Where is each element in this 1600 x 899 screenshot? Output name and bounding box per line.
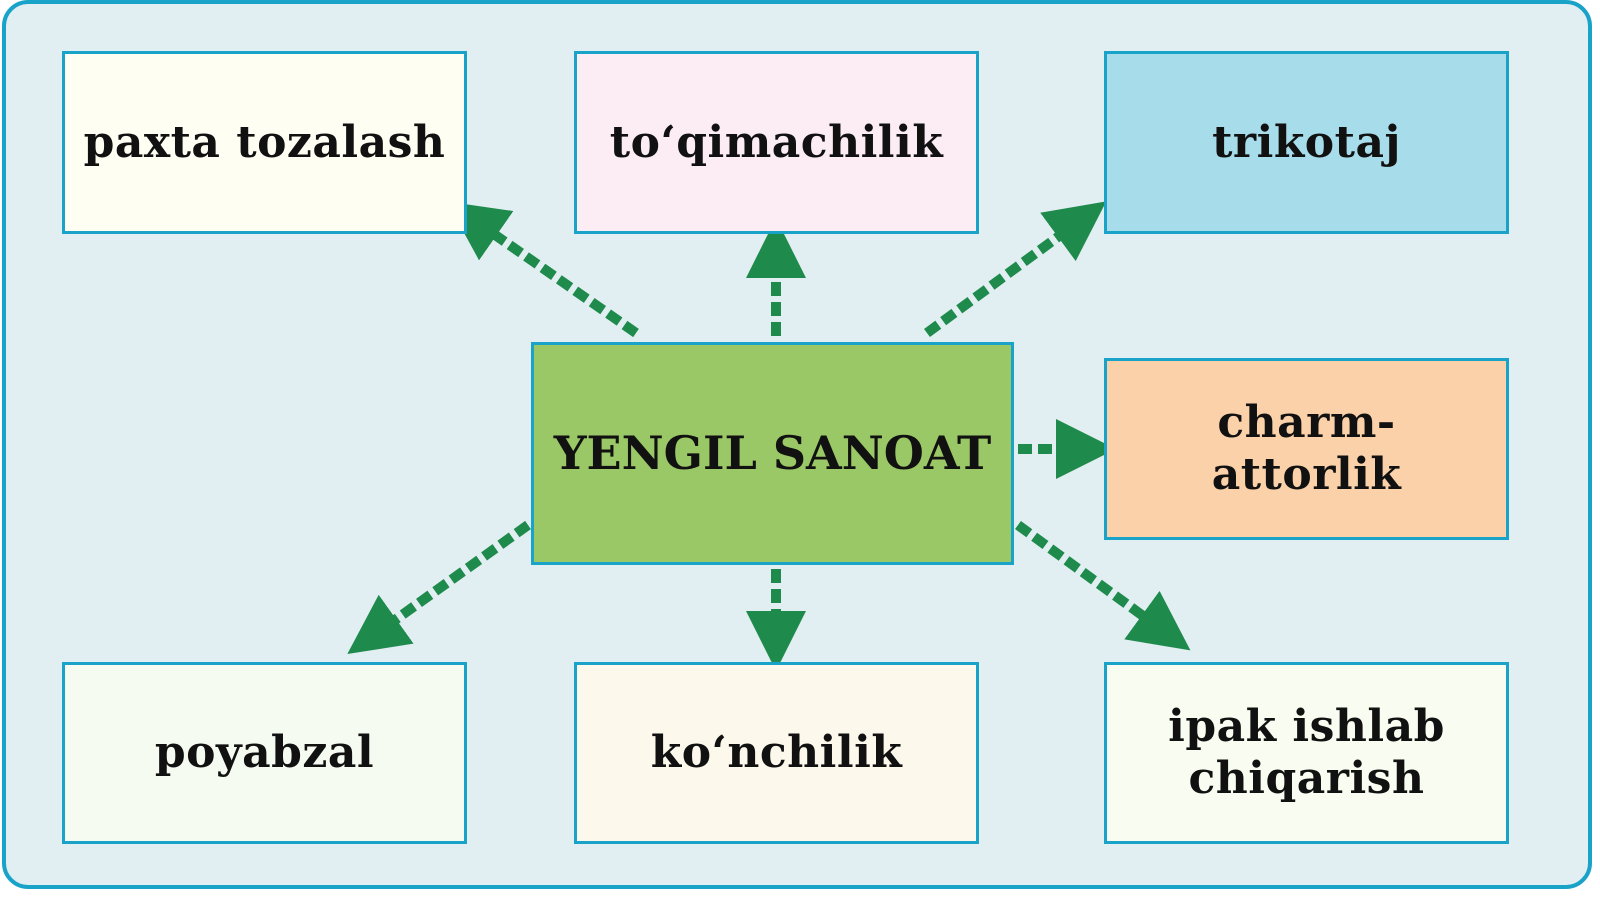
box-ipak-ishlab-chiqarish: ipak ishlab chiqarish [1104,662,1509,844]
konchilik-label: ko‘nchilik [650,727,903,779]
box-yengil-sanoat: YENGIL SANOAT [531,342,1014,565]
box-konchilik: ko‘nchilik [574,662,979,844]
toqimachilik-label: to‘qimachilik [609,116,944,168]
trikotaj-label: trikotaj [1212,116,1401,168]
box-trikotaj: trikotaj [1104,51,1509,234]
box-paxta-tozalash: paxta tozalash [62,51,467,234]
yengil-sanoat-label: YENGIL SANOAT [553,426,992,481]
ipak-ishlab-chiqarish-label: ipak ishlab chiqarish [1168,701,1445,804]
box-toqimachilik: to‘qimachilik [574,51,979,234]
charm-attorlik-label: charm- attorlik [1211,397,1402,500]
box-charm-attorlik: charm- attorlik [1104,358,1509,540]
poyabzal-label: poyabzal [154,727,375,779]
paxta-tozalash-label: paxta tozalash [83,116,446,168]
box-poyabzal: poyabzal [62,662,467,844]
